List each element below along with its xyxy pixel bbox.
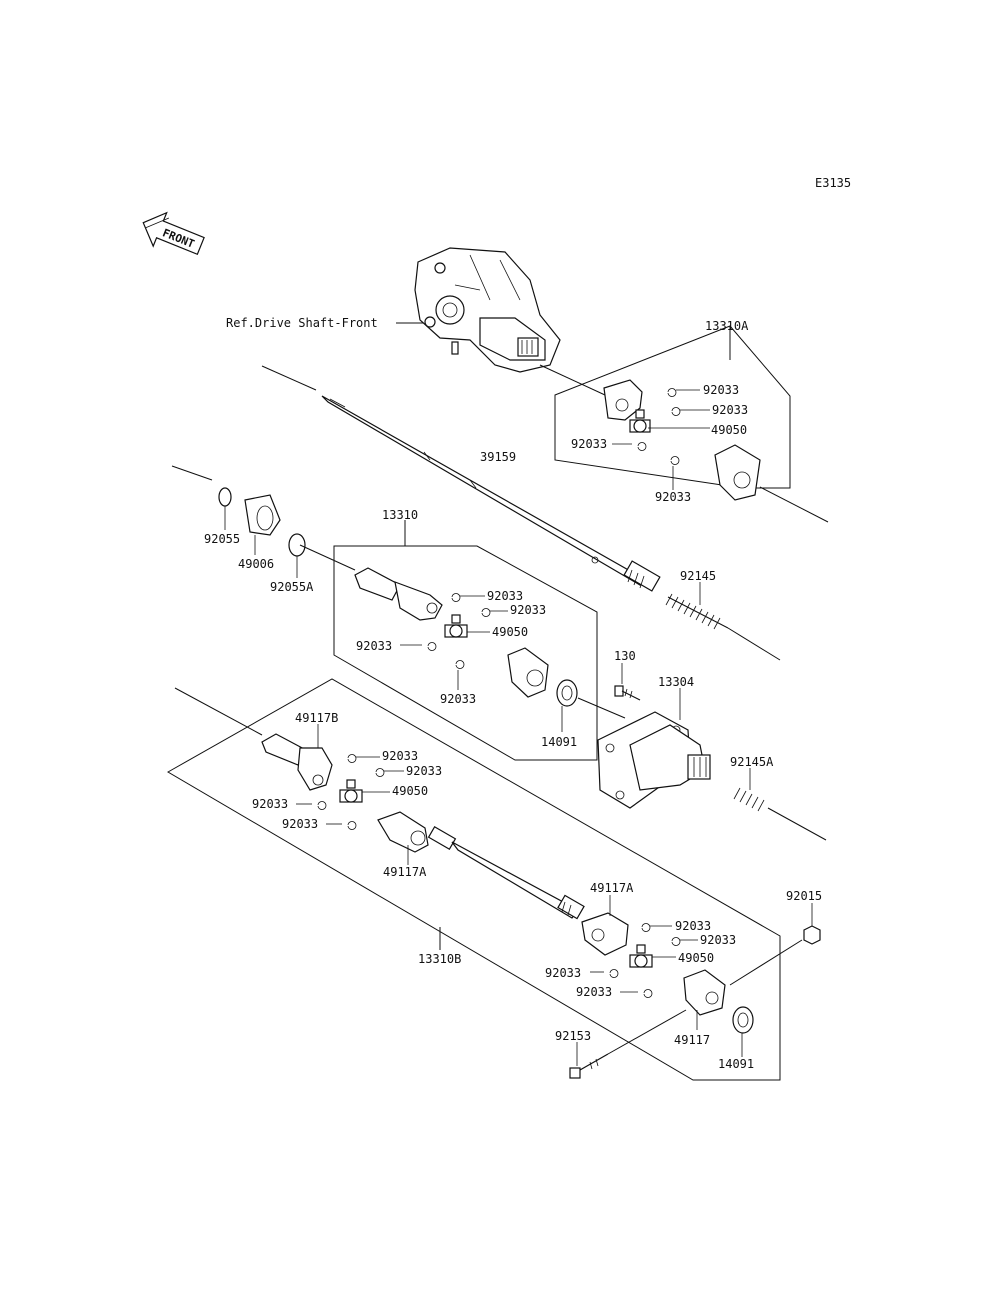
label-92033-c3: 92033	[252, 797, 288, 811]
label-92033-d1: 92033	[675, 919, 711, 933]
axis-line-left	[171, 465, 213, 481]
label-92055: 92055	[204, 532, 240, 546]
axis-line-13310A	[539, 364, 606, 396]
yoke-13310A-front	[603, 379, 643, 421]
label-92033-a4: 92033	[655, 490, 691, 504]
label-92033-a3: 92033	[571, 437, 607, 451]
sleeve-yoke-13310	[354, 567, 443, 621]
label-92033-c1: 92033	[382, 749, 418, 763]
label-49117B: 49117B	[295, 711, 338, 725]
label-92145: 92145	[680, 569, 716, 583]
front-arrow-icon: FRONT	[142, 211, 205, 256]
label-92015: 92015	[786, 889, 822, 903]
diagram-code: E3135	[815, 176, 851, 190]
label-92033-d4: 92033	[576, 985, 612, 999]
yoke-49117A-rear	[581, 912, 629, 956]
label-92145A: 92145A	[730, 755, 774, 769]
spider-49050-a	[629, 409, 651, 433]
label-49117A-a: 49117A	[383, 865, 427, 879]
label-130: 130	[614, 649, 636, 663]
label-92033-c4: 92033	[282, 817, 318, 831]
label-49117A-b: 49117A	[590, 881, 634, 895]
flange-yoke-49117	[683, 969, 726, 1016]
label-39159: 39159	[480, 450, 516, 464]
bearing-housing-13304	[597, 711, 711, 809]
yoke-13310-rear	[507, 647, 549, 698]
label-92033-b1: 92033	[487, 589, 523, 603]
spider-49050-d	[629, 944, 653, 968]
drive-shaft-39159: 39159	[261, 365, 661, 592]
rear-shaft	[427, 825, 585, 920]
spider-49050-c	[339, 779, 363, 803]
label-92033-b2: 92033	[510, 603, 546, 617]
yoke-13310A-rear	[714, 444, 761, 501]
nut-92015	[803, 925, 821, 945]
washer-14091-b	[732, 1006, 754, 1034]
spring-92145	[665, 593, 781, 661]
label-92153: 92153	[555, 1029, 591, 1043]
bolt-130	[614, 685, 641, 701]
circlip-a2	[671, 407, 681, 416]
final-gear-case	[414, 247, 561, 373]
label-92033-d2: 92033	[700, 933, 736, 947]
label-14091-b: 14091	[718, 1057, 754, 1071]
spring-92145A	[733, 787, 827, 841]
label-49006: 49006	[238, 557, 274, 571]
label-49050-b: 49050	[492, 625, 528, 639]
axis-line-13310A-out	[759, 486, 829, 523]
bolt-92153	[569, 1053, 609, 1079]
label-49050-d: 49050	[678, 951, 714, 965]
label-49117: 49117	[674, 1033, 710, 1047]
assembly-box-13310B	[166, 678, 781, 1081]
label-49050-a: 49050	[711, 423, 747, 437]
sleeve-yoke-49117B	[261, 733, 333, 791]
label-92033-a2: 92033	[712, 403, 748, 417]
washer-14091-a	[556, 679, 578, 707]
label-13310A: 13310A	[705, 319, 749, 333]
assembly-box-13310	[333, 545, 598, 761]
yoke-49117A-front	[377, 811, 429, 853]
circlip-a3	[637, 442, 647, 451]
circlip-a4	[670, 456, 680, 465]
circlip-a1	[667, 388, 677, 397]
label-13310B: 13310B	[418, 952, 461, 966]
label-92033-c2: 92033	[406, 764, 442, 778]
label-92055A: 92055A	[270, 580, 314, 594]
label-13310: 13310	[382, 508, 418, 522]
label-92033-d3: 92033	[545, 966, 581, 980]
ref-drive-shaft-label: Ref.Drive Shaft-Front	[226, 316, 378, 330]
label-92033-b3: 92033	[356, 639, 392, 653]
label-92033-b4: 92033	[440, 692, 476, 706]
o-ring-92055A	[288, 533, 306, 557]
label-14091-a: 14091	[541, 735, 577, 749]
o-ring-92055	[218, 487, 232, 507]
axis-line-13310B	[174, 687, 263, 736]
label-13304: 13304	[658, 675, 694, 689]
label-49050-c: 49050	[392, 784, 428, 798]
spider-49050-b	[444, 614, 468, 638]
label-92033-a1: 92033	[703, 383, 739, 397]
dust-seal-49006	[244, 494, 281, 536]
